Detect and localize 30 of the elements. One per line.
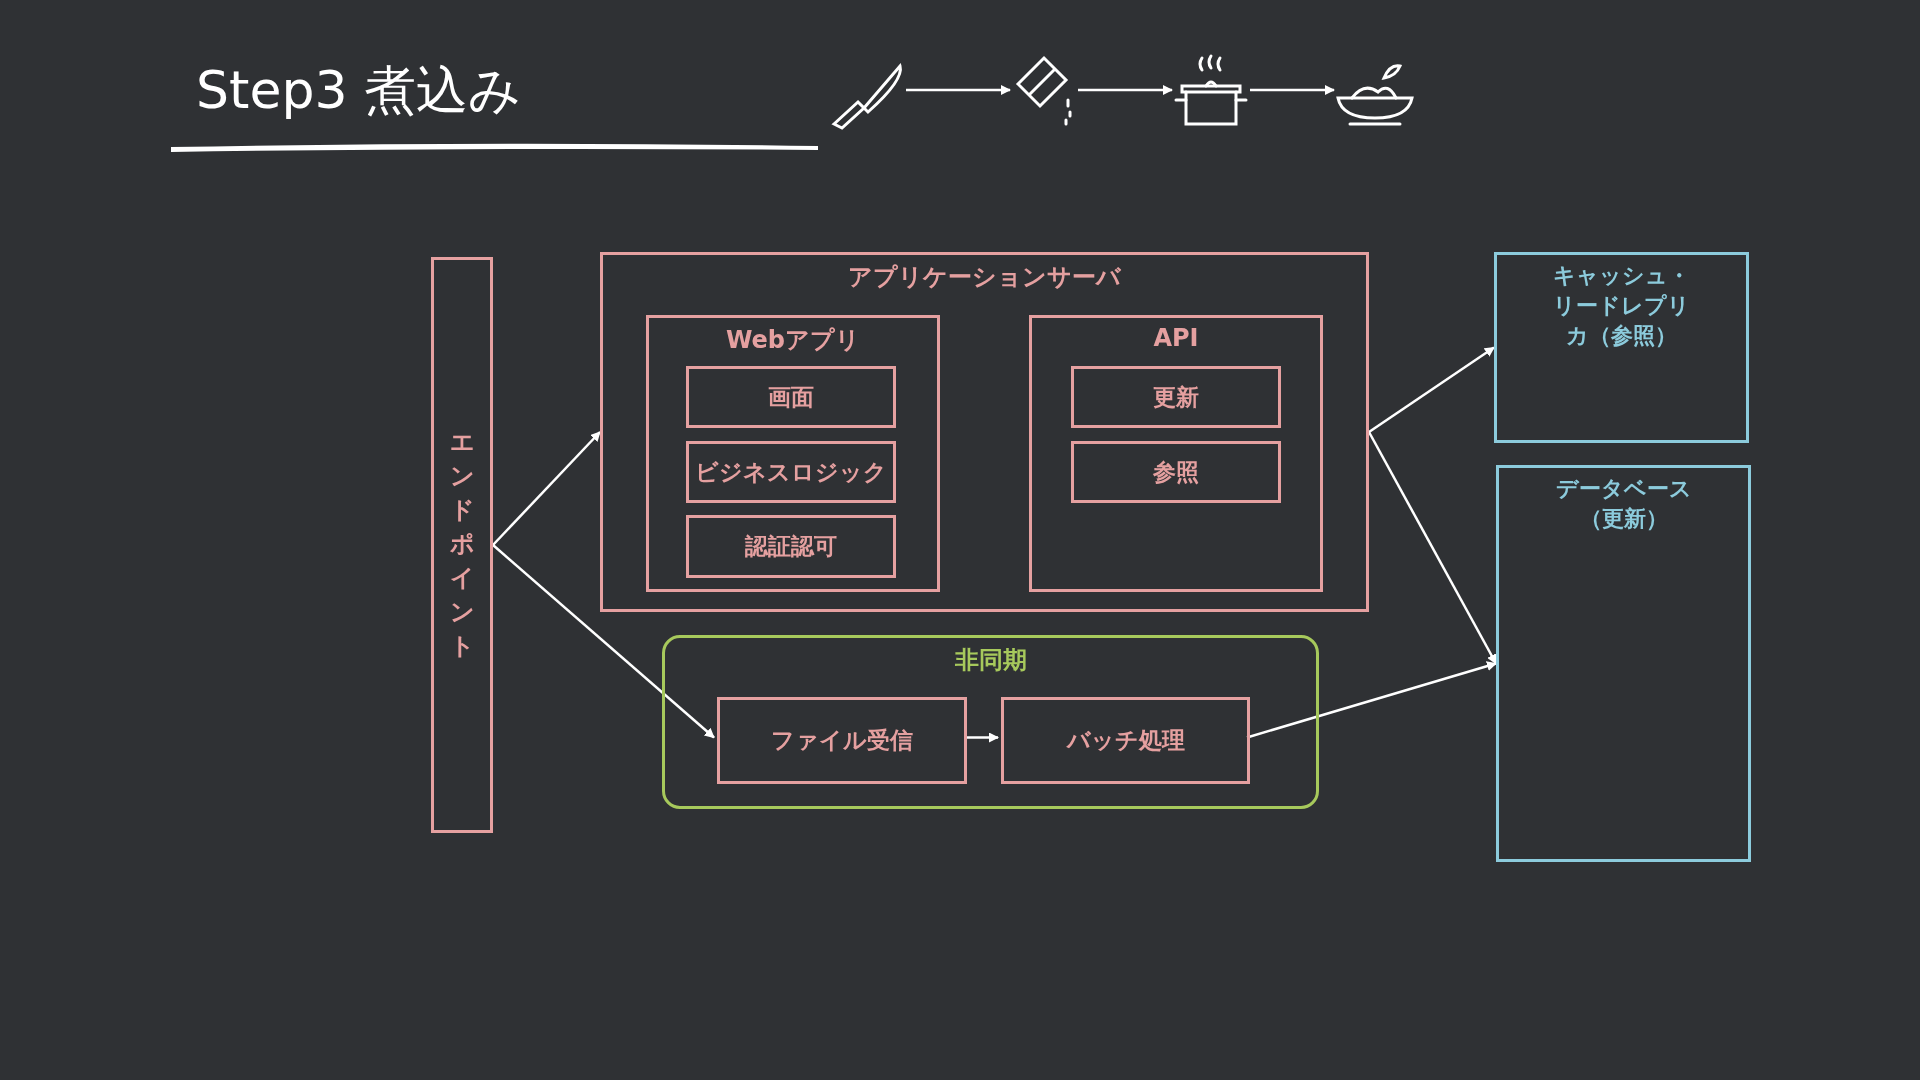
arrow — [1078, 85, 1173, 95]
arrow — [492, 544, 715, 739]
component-box — [1029, 315, 1323, 592]
box-title: キャッシュ・リードレプリカ（参照） — [1552, 262, 1691, 350]
slide-title: Step3 煮込み — [196, 59, 521, 122]
module-box: 更新 — [1071, 366, 1281, 428]
box-title: アプリケーションサーバ — [847, 262, 1122, 293]
process-box: バッチ処理 — [1001, 697, 1250, 784]
module-box: 参照 — [1071, 441, 1281, 503]
server-box — [600, 252, 1369, 612]
arrow — [906, 85, 1011, 95]
arrow — [492, 431, 601, 546]
arrow — [1250, 85, 1335, 95]
box-title: Webアプリ — [724, 325, 862, 356]
arrow — [964, 732, 999, 743]
box-title: データベース（更新） — [1554, 475, 1693, 533]
module-box: 画面 — [686, 366, 896, 428]
box-title: エンドポイント — [449, 427, 475, 662]
module-box: 認証認可 — [686, 515, 896, 578]
storage-box — [1496, 465, 1751, 862]
box-title: 非同期 — [953, 645, 1028, 676]
module-box: ビジネスロジック — [686, 441, 896, 503]
box-title: API — [1152, 324, 1200, 352]
component-box — [646, 315, 940, 592]
storage-box — [1494, 252, 1749, 443]
async-group-box — [662, 635, 1319, 809]
arrow — [1368, 346, 1495, 434]
process-box: ファイル受信 — [717, 697, 967, 784]
arrow — [1367, 431, 1498, 665]
endpoint-box — [431, 257, 493, 833]
